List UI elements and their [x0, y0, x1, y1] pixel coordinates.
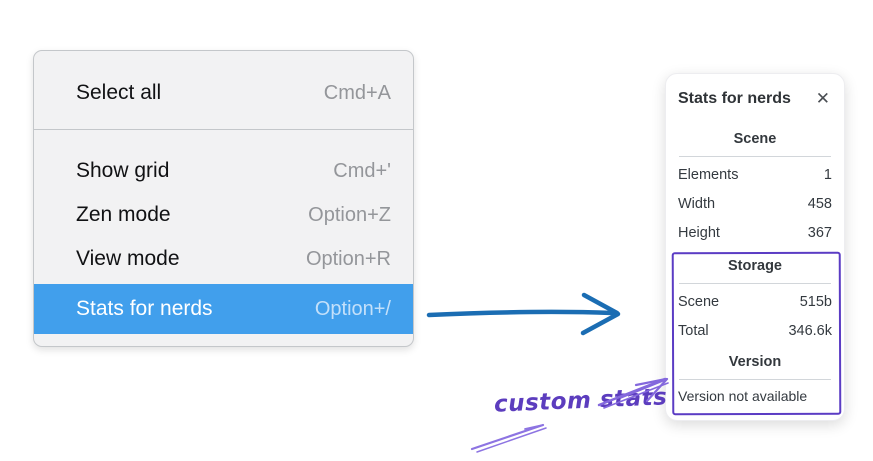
menu-item-shortcut: Cmd+': [333, 159, 391, 182]
highlight-rectangle: [671, 251, 842, 416]
menu-item-stats-for-nerds[interactable]: Stats for nerds Option+/: [34, 284, 413, 334]
stat-label: Width: [678, 195, 716, 212]
menu-item-label: Select all: [76, 81, 162, 104]
menu-item-shortcut: Option+Z: [308, 203, 391, 226]
menu-item-label: Show grid: [76, 159, 170, 182]
annotation-arrow-lower-left: [470, 423, 547, 453]
stat-row-scene-storage: Scene 515b: [678, 287, 832, 316]
stat-value: 367: [807, 224, 832, 241]
stat-row-width: Width 458: [678, 189, 832, 218]
context-menu: Select all Cmd+A Show grid Cmd+' Zen mod…: [33, 50, 414, 347]
stat-label: Scene: [678, 293, 720, 310]
section-divider: [679, 156, 831, 157]
menu-item-label: Zen mode: [76, 203, 171, 226]
version-note: Version not available: [678, 388, 808, 404]
menu-item-select-all[interactable]: Select all Cmd+A: [34, 68, 413, 118]
menu-item-shortcut: Cmd+A: [323, 81, 391, 104]
stat-row-total-storage: Total 346.6k: [678, 316, 832, 345]
menu-item-label: Stats for nerds: [76, 297, 213, 320]
stats-panel: Stats for nerds ✕ Scene Elements 1 Width…: [665, 73, 845, 421]
stat-row-elements: Elements 1: [678, 160, 832, 189]
stat-label: Total: [678, 322, 709, 339]
stat-label: Elements: [678, 166, 739, 183]
annotation-label: custom stats: [493, 384, 668, 418]
menu-item-show-grid[interactable]: Show grid Cmd+': [34, 149, 413, 193]
section-heading-storage: Storage: [728, 258, 782, 274]
panel-title: Stats for nerds: [678, 89, 791, 107]
menu-item-view-mode[interactable]: View mode Option+R: [34, 237, 413, 281]
stat-value: 458: [807, 195, 832, 212]
menu-item-zen-mode[interactable]: Zen mode Option+Z: [34, 193, 413, 237]
menu-separator: [34, 129, 413, 130]
section-divider: [679, 283, 831, 284]
close-icon[interactable]: ✕: [815, 89, 830, 108]
menu-item-shortcut: Option+/: [314, 297, 391, 320]
stat-value: 1: [823, 166, 832, 183]
flow-arrow: [426, 292, 621, 336]
section-divider: [679, 379, 831, 380]
stat-label: Height: [678, 224, 720, 241]
stat-value: 515b: [799, 293, 832, 310]
stat-value: 346.6k: [788, 322, 832, 339]
menu-item-label: View mode: [76, 247, 180, 270]
stats-panel-header: Stats for nerds ✕: [678, 89, 832, 108]
section-heading-version: Version: [728, 354, 782, 370]
menu-item-shortcut: Option+R: [305, 247, 391, 270]
stat-row-height: Height 367: [678, 218, 832, 247]
section-heading-scene: Scene: [733, 131, 777, 147]
